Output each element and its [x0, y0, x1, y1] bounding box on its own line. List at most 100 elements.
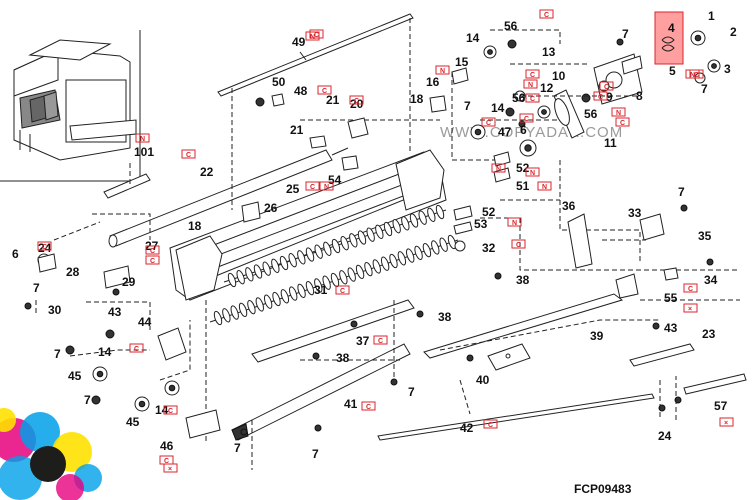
- auger-flight: [322, 275, 331, 290]
- screw: [494, 272, 502, 280]
- leader-lines: [35, 18, 740, 470]
- part-label-7: 7: [33, 281, 40, 295]
- auger-flight: [236, 270, 245, 285]
- badge-c: [349, 95, 364, 105]
- badge-n: [507, 217, 522, 227]
- badge-letter: N: [690, 72, 695, 79]
- part-label-14: 14: [155, 403, 169, 417]
- badge-n: [435, 65, 450, 75]
- badge-letter: C: [378, 338, 383, 345]
- bracket-40: [487, 343, 531, 371]
- badge-c: [511, 239, 526, 249]
- auger-flight: [447, 234, 457, 250]
- badge-letter: ×: [168, 466, 172, 473]
- lever-23: [629, 343, 695, 367]
- badge-letter: C: [354, 98, 359, 105]
- auger-flight: [392, 219, 401, 234]
- part-label-32: 32: [482, 241, 496, 255]
- part-label-45: 45: [126, 415, 140, 429]
- badge-c: [317, 85, 332, 95]
- badge-letter: C: [134, 346, 139, 353]
- gear-hub: [694, 34, 702, 42]
- part-label-33: 33: [628, 206, 642, 220]
- part-label-56: 56: [512, 91, 526, 105]
- rail-49: [217, 13, 414, 97]
- screw: [240, 428, 248, 436]
- part-label-6: 6: [12, 247, 19, 261]
- auger-flight: [262, 261, 271, 276]
- auger-flight: [364, 261, 373, 277]
- part-label-26: 26: [264, 201, 278, 215]
- gear: [598, 80, 610, 92]
- screw: [581, 93, 591, 103]
- screw: [112, 288, 120, 296]
- part-label-30: 30: [48, 303, 62, 317]
- badge-letter: C: [150, 248, 155, 255]
- part-label-25: 25: [286, 182, 300, 196]
- part-label-52: 52: [482, 205, 496, 219]
- auger-flight: [435, 204, 445, 220]
- part-label-6: 6: [520, 123, 527, 137]
- badge-c: [689, 69, 704, 79]
- part-label-36: 36: [562, 199, 576, 213]
- auger-flight: [272, 291, 281, 307]
- part-label-2: 2: [730, 25, 737, 39]
- part-label-7: 7: [408, 385, 415, 399]
- screw: [24, 302, 32, 310]
- badge-letter: C: [488, 422, 493, 429]
- auger-flight: [255, 297, 264, 312]
- badge-c: [129, 343, 144, 353]
- small-part-glyphs: [37, 55, 679, 439]
- holder-101: [103, 160, 151, 199]
- part-label-1: 1: [708, 9, 715, 23]
- auger-flight: [253, 264, 263, 279]
- part-label-22: 22: [200, 165, 214, 179]
- auger-flight: [280, 289, 290, 304]
- auger-flight: [380, 256, 390, 271]
- badge-c: [599, 81, 614, 91]
- auger-flight: [349, 233, 358, 248]
- badge-n: [135, 133, 150, 143]
- strip-42: [377, 393, 655, 441]
- part-label-14: 14: [98, 345, 112, 359]
- screw-auger-32: [223, 204, 447, 288]
- part-label-4: 4: [668, 21, 675, 35]
- auger-flight: [213, 310, 223, 326]
- auger-flight: [389, 253, 398, 269]
- badge-letter: C: [598, 94, 603, 101]
- badge-n: [305, 31, 320, 41]
- part-label-3: 3: [724, 62, 731, 76]
- auger-flight: [245, 267, 254, 282]
- gear-hub: [541, 109, 547, 115]
- badge-n: [525, 167, 540, 177]
- gear-hub: [96, 370, 104, 378]
- badge-letter: C: [310, 184, 315, 191]
- badge-letter: N: [440, 68, 445, 75]
- part-label-50: 50: [272, 75, 286, 89]
- part-label-37: 37: [356, 334, 370, 348]
- auger-flight: [414, 245, 423, 261]
- part-label-43: 43: [108, 305, 122, 319]
- part-label-9: 9: [606, 90, 613, 104]
- auger-flight: [289, 286, 298, 301]
- badge-letter: C: [164, 458, 169, 465]
- part-label-28: 28: [66, 265, 80, 279]
- cover-57: [683, 373, 747, 395]
- auger-flight: [331, 238, 341, 254]
- badge-letter: C: [322, 88, 327, 95]
- part-label-47: 47: [498, 125, 512, 139]
- auger-flight: [279, 255, 289, 271]
- part-label-18: 18: [188, 219, 202, 233]
- part-label-40: 40: [476, 373, 490, 387]
- badge-letter: C: [694, 72, 699, 79]
- figure-code: FCP09483: [574, 482, 632, 496]
- badge-n: [523, 79, 538, 89]
- auger-flight: [375, 224, 384, 239]
- badge-c: [615, 117, 630, 127]
- gear-hub: [487, 49, 493, 55]
- badge-letter: C: [544, 12, 549, 19]
- badge-letter: ×: [688, 306, 692, 313]
- part-label-56: 56: [504, 19, 518, 33]
- screw: [91, 395, 101, 405]
